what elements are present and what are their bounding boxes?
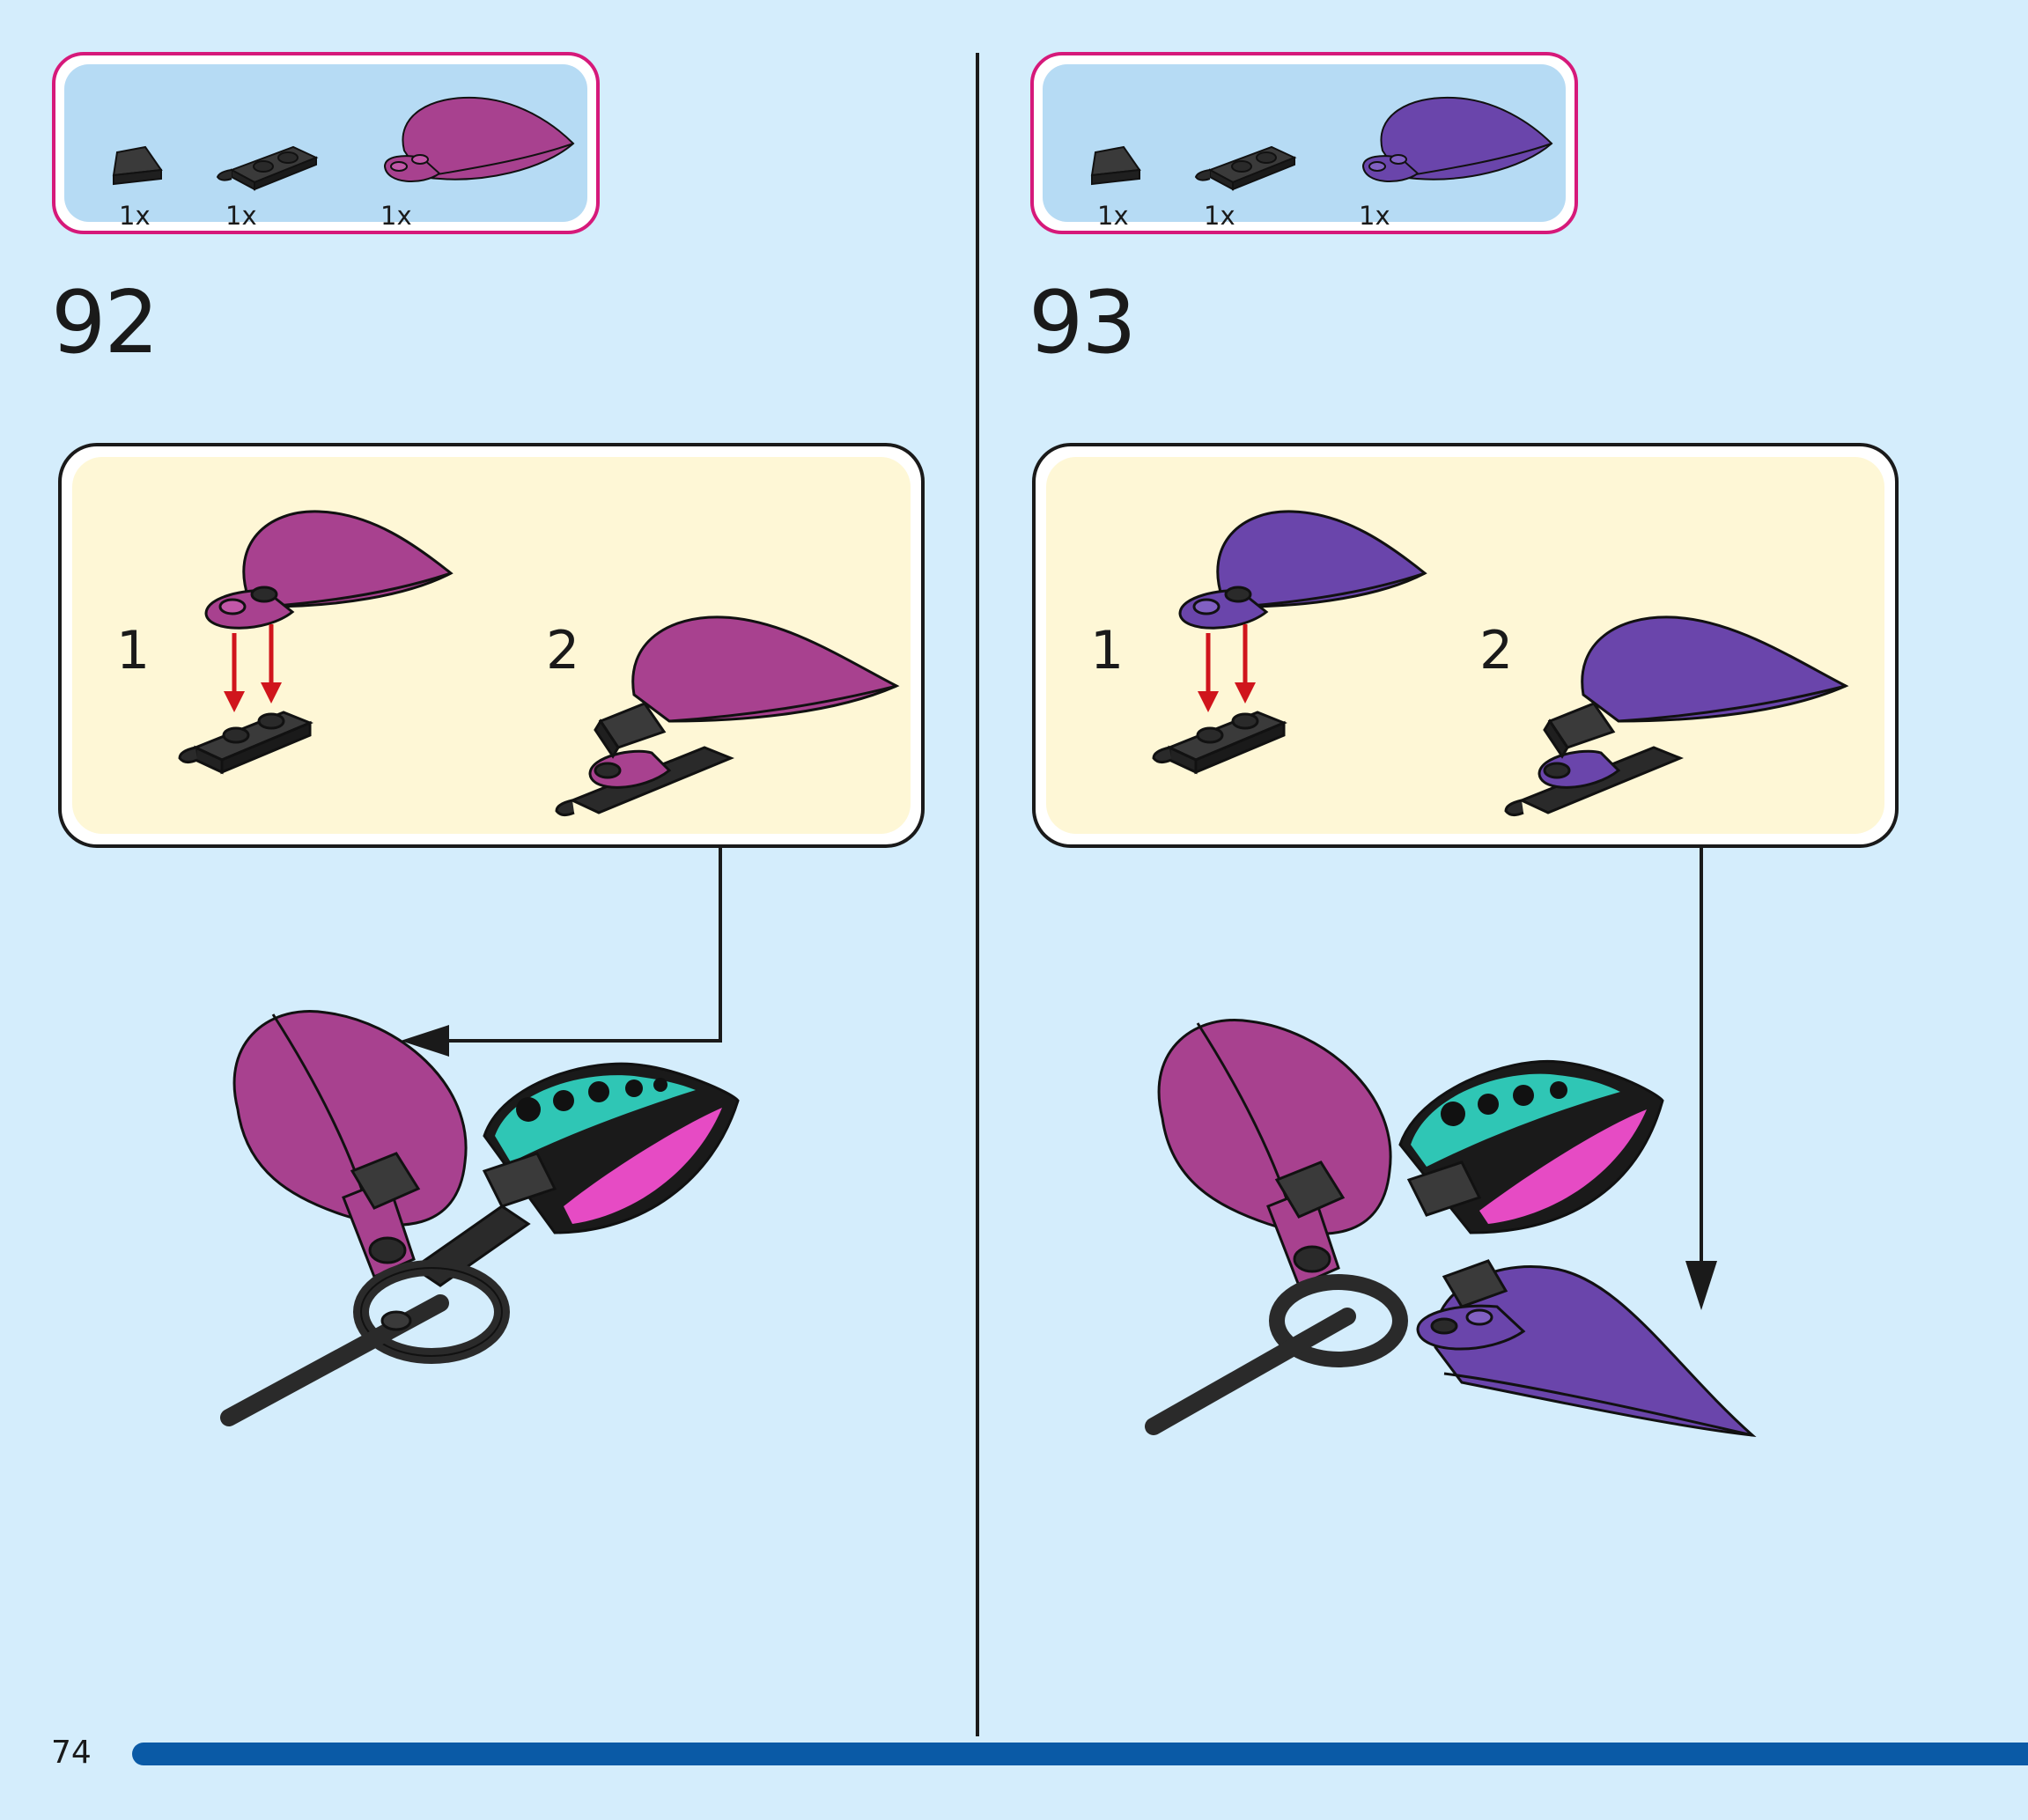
parts-callout-92: 1x 1x 1x: [52, 52, 600, 234]
substep-1-illustration: [1152, 510, 1427, 775]
part-qty: 1x: [380, 201, 412, 231]
parts-callout-93: 1x 1x 1x: [1030, 52, 1578, 234]
purple-wing-icon: [1361, 96, 1553, 182]
sub-assembly-inner: 1 2: [72, 457, 911, 834]
page-divider: [976, 53, 979, 1736]
black-clip-plate-icon: [1194, 145, 1297, 191]
parts-callout-inner: 1x 1x 1x: [64, 64, 587, 231]
black-wedge-tile-icon: [1090, 145, 1141, 186]
substep-2-illustration: [555, 615, 900, 817]
part-qty: 1x: [1359, 201, 1390, 231]
step-number: 92: [51, 273, 159, 373]
substep-number: 2: [1479, 620, 1514, 682]
substep-2-illustration: [1504, 615, 1849, 817]
page-number: 74: [51, 1735, 92, 1771]
black-wedge-tile-icon: [112, 145, 163, 186]
butterfly-model-92: [220, 1010, 740, 1426]
part-qty: 1x: [119, 201, 151, 231]
part-qty: 1x: [1204, 201, 1235, 231]
sub-assembly-inner: 1 2: [1046, 457, 1884, 834]
black-clip-plate-icon: [216, 145, 319, 191]
part-qty: 1x: [1097, 201, 1129, 231]
magenta-wing-icon: [383, 96, 575, 182]
step-number: 93: [1029, 273, 1137, 373]
parts-callout-inner: 1x 1x 1x: [1043, 64, 1566, 231]
substep-number: 1: [1090, 620, 1125, 682]
sub-assembly-callout-93: 1 2: [1032, 443, 1899, 848]
sub-assembly-callout-92: 1 2: [58, 443, 925, 848]
substep-number: 1: [116, 620, 151, 682]
substep-number: 2: [546, 620, 580, 682]
part-qty: 1x: [225, 201, 257, 231]
substep-1-illustration: [178, 510, 454, 775]
butterfly-model-93: [1145, 1019, 1757, 1438]
footer-progress-bar: [132, 1743, 2028, 1765]
